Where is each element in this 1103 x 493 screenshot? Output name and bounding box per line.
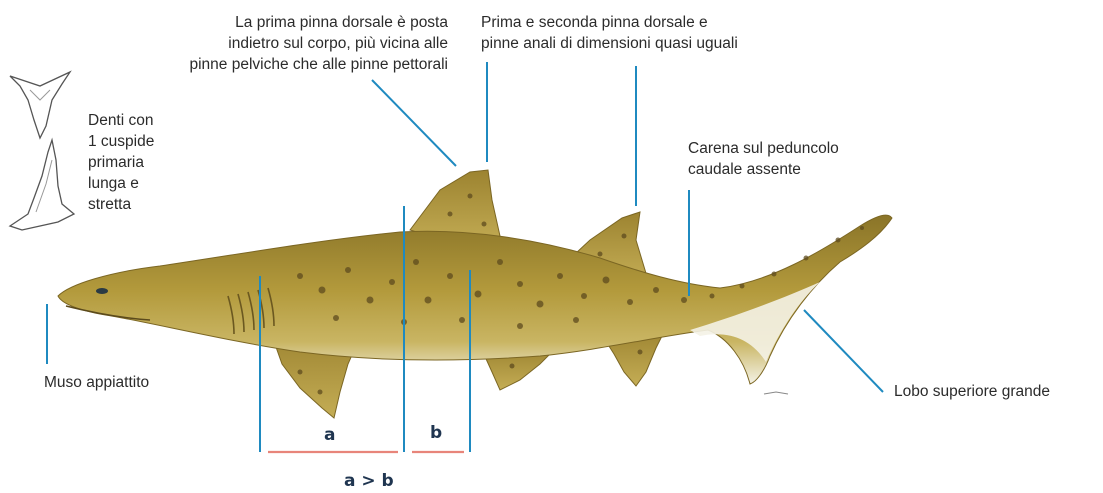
annotation-line: pinne anali di dimensioni quasi uguali [481, 33, 738, 54]
annotation-line: Carena sul peduncolo [688, 138, 839, 159]
annotation-line: 1 cuspide [88, 131, 154, 152]
annotation-fin-sizes: Prima e seconda pinna dorsale e pinne an… [481, 12, 738, 54]
callout-line-dorsal-position [372, 80, 456, 166]
annotation-line: lunga e [88, 173, 154, 194]
annotation-upper-lobe: Lobo superiore grande [894, 381, 1050, 402]
artist-signature [764, 392, 788, 394]
annotation-snout: Muso appiattito [44, 372, 149, 393]
annotation-line: Denti con [88, 110, 154, 131]
annotation-line: caudale assente [688, 159, 839, 180]
annotation-line: Prima e seconda pinna dorsale e [481, 12, 738, 33]
annotation-teeth: Denti con 1 cuspide primaria lunga e str… [88, 110, 154, 215]
tooth-icon-lower [10, 140, 74, 230]
callout-line-upper-lobe [804, 310, 883, 392]
measure-label-a: a [324, 425, 335, 445]
annotation-line: pinne pelviche che alle pinne pettorali [189, 54, 448, 75]
annotation-keel: Carena sul peduncolo caudale assente [688, 138, 839, 180]
annotation-line: primaria [88, 152, 154, 173]
annotation-line: La prima pinna dorsale è posta [189, 12, 448, 33]
annotation-line: indietro sul corpo, più vicina alle [189, 33, 448, 54]
tooth-icon-upper [10, 72, 70, 138]
shark-eye [96, 288, 108, 294]
annotation-line: stretta [88, 194, 154, 215]
annotation-first-dorsal-position: La prima pinna dorsale è posta indietro … [189, 12, 448, 75]
measure-label-b: b [430, 423, 442, 443]
measure-comparison: a > b [344, 471, 394, 491]
